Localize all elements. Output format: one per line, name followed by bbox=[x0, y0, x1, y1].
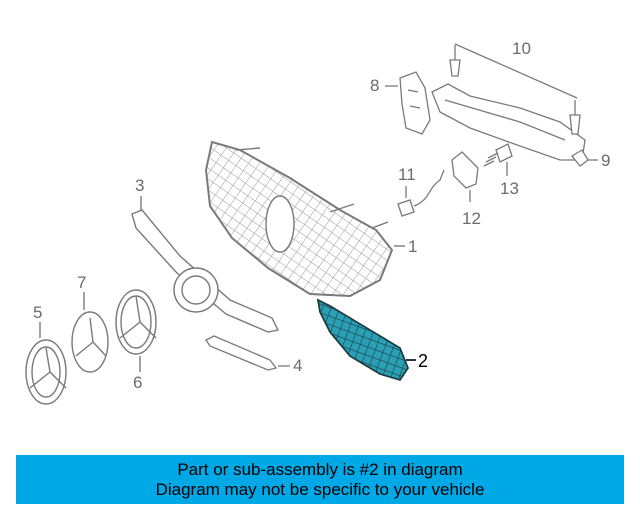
part-1-grille-frame bbox=[204, 140, 405, 298]
callout-2: 2 bbox=[418, 351, 429, 371]
part-13-bolt bbox=[483, 143, 513, 176]
callout-10: 10 bbox=[512, 39, 531, 58]
info-banner: Part or sub-assembly is #2 in diagram Di… bbox=[16, 455, 624, 504]
callout-5: 5 bbox=[33, 303, 43, 322]
part-11-sensor bbox=[397, 169, 445, 217]
part-12-sensor-bracket bbox=[451, 151, 479, 202]
part-6-emblem-star bbox=[115, 289, 157, 372]
parts-diagram bbox=[25, 43, 598, 405]
part-9-clip bbox=[571, 149, 598, 167]
banner-line-2: Diagram may not be specific to your vehi… bbox=[155, 479, 485, 499]
callout-11: 11 bbox=[398, 165, 416, 184]
part-7-emblem bbox=[71, 292, 109, 373]
part-4-lower-molding bbox=[205, 335, 290, 371]
callout-6: 6 bbox=[133, 373, 143, 392]
callout-12: 12 bbox=[462, 209, 481, 228]
part-3-trim-bar bbox=[131, 196, 280, 333]
banner-line-1: Part or sub-assembly is #2 in diagram bbox=[177, 459, 463, 479]
callout-3: 3 bbox=[135, 176, 145, 195]
callout-8: 8 bbox=[370, 76, 380, 95]
callout-1: 1 bbox=[408, 237, 418, 256]
callout-7: 7 bbox=[77, 273, 87, 292]
callout-13: 13 bbox=[500, 179, 519, 198]
part-10-upper-support bbox=[431, 43, 586, 161]
callout-9: 9 bbox=[601, 151, 611, 170]
part-8-bracket bbox=[385, 71, 431, 135]
part-5-emblem bbox=[25, 322, 67, 405]
callout-4: 4 bbox=[293, 356, 303, 375]
part-2-lower-grille-insert bbox=[316, 298, 416, 381]
